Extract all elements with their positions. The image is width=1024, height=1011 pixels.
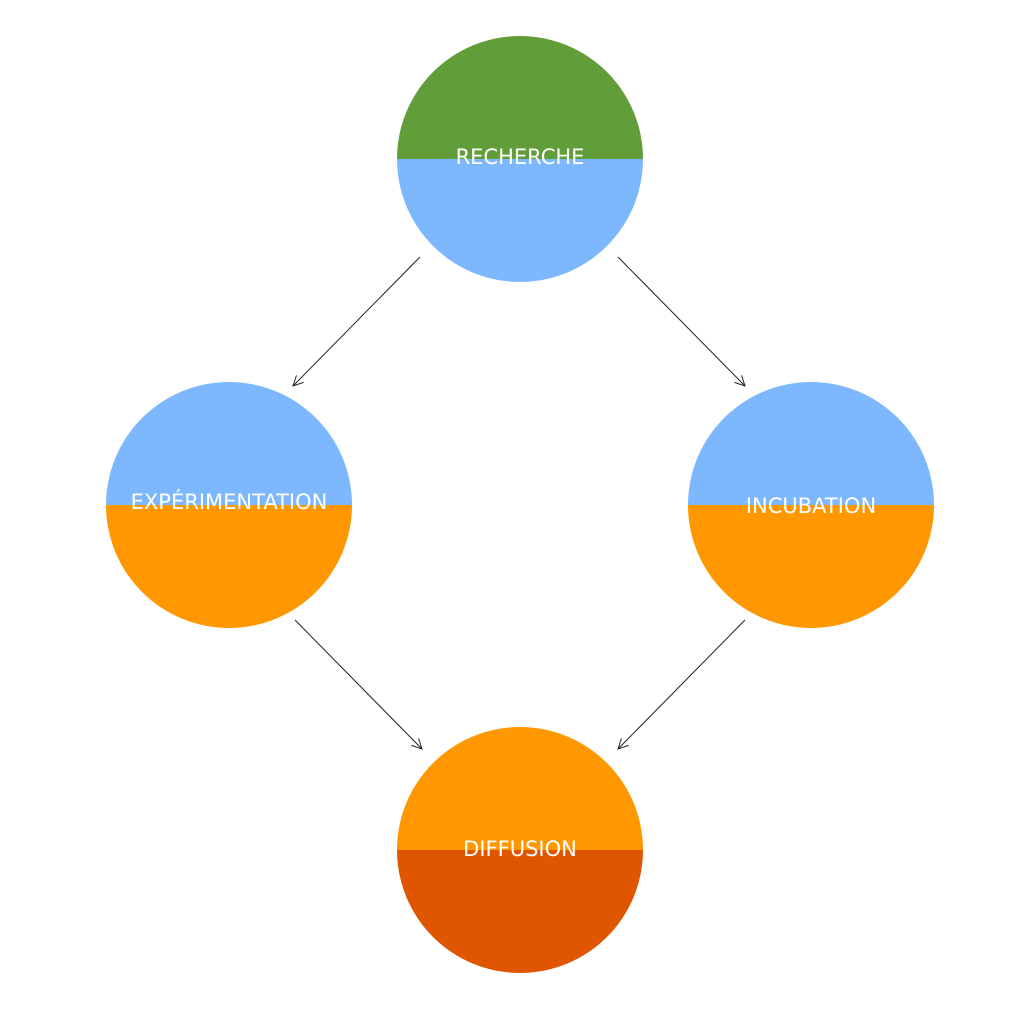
node-diffusion-bottom-half xyxy=(397,850,643,973)
arrow-experimentation-to-diffusion xyxy=(294,619,422,749)
node-experimentation: EXPÉRIMENTATION xyxy=(106,382,352,628)
node-incubation-bottom-half xyxy=(688,505,934,628)
node-label-recherche: RECHERCHE xyxy=(456,145,585,169)
node-label-diffusion: DIFFUSION xyxy=(463,837,577,861)
node-diffusion: DIFFUSION xyxy=(397,727,643,973)
nodes: RECHERCHE EXPÉRIMENTATION INCUBATION DIFFUS… xyxy=(106,36,934,973)
node-label-experimentation: EXPÉRIMENTATION xyxy=(131,489,328,514)
node-label-incubation: INCUBATION xyxy=(746,494,876,518)
arrow-recherche-to-experimentation xyxy=(293,256,421,386)
arrow-incubation-to-diffusion xyxy=(618,619,746,749)
node-recherche: RECHERCHE xyxy=(397,36,643,282)
node-recherche-top-half xyxy=(397,36,643,159)
node-experimentation-bottom-half xyxy=(106,505,352,628)
node-incubation-top-half xyxy=(688,382,934,505)
edges xyxy=(293,256,746,749)
node-diffusion-top-half xyxy=(397,727,643,850)
arrow-recherche-to-incubation xyxy=(617,256,745,386)
node-recherche-bottom-half xyxy=(397,159,643,282)
node-incubation: INCUBATION xyxy=(688,382,934,628)
node-experimentation-top-half xyxy=(106,382,352,505)
